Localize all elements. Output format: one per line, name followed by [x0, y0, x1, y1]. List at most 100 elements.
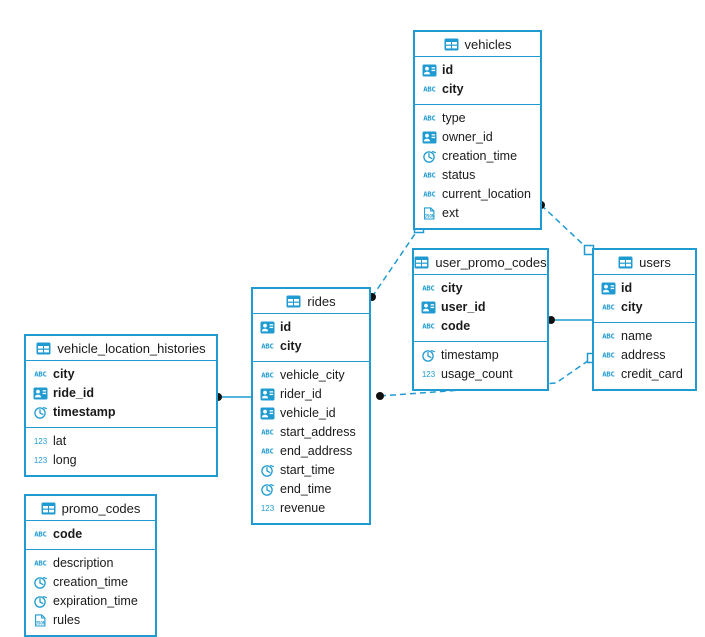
- relation-dot-marker: [376, 392, 384, 400]
- field-city[interactable]: ABC city: [26, 365, 216, 384]
- table-icon: [618, 256, 633, 269]
- field-rider_id[interactable]: rider_id: [253, 385, 369, 404]
- field-label: city: [442, 82, 464, 97]
- svg-text:ABC: ABC: [34, 559, 46, 568]
- field-name[interactable]: ABC name: [594, 327, 695, 346]
- field-label: city: [441, 281, 463, 296]
- field-id[interactable]: id: [594, 279, 695, 298]
- table-header-user_promo_codes[interactable]: user_promo_codes: [414, 250, 547, 275]
- entity-table-vehicle_location_histories[interactable]: vehicle_location_histories ABC city ride…: [24, 334, 218, 477]
- id-card-icon: [422, 64, 437, 77]
- svg-text:ABC: ABC: [423, 171, 435, 180]
- field-city[interactable]: ABC city: [415, 80, 540, 99]
- field-label: city: [53, 367, 75, 382]
- field-start_address[interactable]: ABC start_address: [253, 423, 369, 442]
- field-vehicle_city[interactable]: ABC vehicle_city: [253, 366, 369, 385]
- field-usage_count[interactable]: 123 usage_count: [414, 365, 547, 384]
- field-label: code: [441, 319, 471, 334]
- field-city[interactable]: ABC city: [414, 279, 547, 298]
- abc-string-icon: ABC: [260, 445, 275, 458]
- field-label: rider_id: [280, 387, 322, 402]
- field-start_time[interactable]: start_time: [253, 461, 369, 480]
- field-id[interactable]: id: [415, 61, 540, 80]
- field-code[interactable]: ABC code: [414, 317, 547, 336]
- field-label: type: [442, 111, 466, 126]
- field-lat[interactable]: 123 lat: [26, 432, 216, 451]
- svg-text:ABC: ABC: [602, 303, 614, 312]
- field-city[interactable]: ABC city: [594, 298, 695, 317]
- entity-table-vehicles[interactable]: vehicles id ABC city ABC type owner_id c…: [413, 30, 542, 230]
- table-title: vehicles: [464, 36, 512, 52]
- clock-icon: [33, 406, 48, 419]
- svg-text:ABC: ABC: [34, 530, 46, 539]
- field-credit_card[interactable]: ABC credit_card: [594, 365, 695, 384]
- abc-string-icon: ABC: [601, 368, 616, 381]
- abc-string-icon: ABC: [260, 369, 275, 382]
- table-header-vehicle_location_histories[interactable]: vehicle_location_histories: [26, 336, 216, 361]
- relationship-users-to-vehicles[interactable]: [537, 201, 595, 256]
- field-id[interactable]: id: [253, 318, 369, 337]
- field-label: start_time: [280, 463, 335, 478]
- field-timestamp[interactable]: timestamp: [414, 346, 547, 365]
- entity-table-users[interactable]: users id ABC city ABC name ABC address A…: [592, 248, 697, 391]
- field-creation_time[interactable]: creation_time: [415, 147, 540, 166]
- table-header-rides[interactable]: rides: [253, 289, 369, 314]
- field-end_address[interactable]: ABC end_address: [253, 442, 369, 461]
- field-label: current_location: [442, 187, 531, 202]
- field-label: city: [280, 339, 302, 354]
- field-ext[interactable]: JSON ext: [415, 204, 540, 223]
- field-creation_time[interactable]: creation_time: [26, 573, 155, 592]
- field-label: vehicle_city: [280, 368, 345, 383]
- field-vehicle_id[interactable]: vehicle_id: [253, 404, 369, 423]
- table-header-users[interactable]: users: [594, 250, 695, 275]
- field-code[interactable]: ABC code: [26, 525, 155, 544]
- table-icon: [444, 38, 459, 51]
- 123-number-icon: 123: [421, 368, 436, 381]
- field-expiration_time[interactable]: expiration_time: [26, 592, 155, 611]
- field-label: description: [53, 556, 114, 571]
- field-description[interactable]: ABC description: [26, 554, 155, 573]
- table-icon: [414, 256, 429, 269]
- field-label: creation_time: [53, 575, 129, 590]
- field-long[interactable]: 123 long: [26, 451, 216, 470]
- field-city[interactable]: ABC city: [253, 337, 369, 356]
- field-label: name: [621, 329, 653, 344]
- json-file-icon: JSON: [422, 207, 437, 220]
- field-type[interactable]: ABC type: [415, 109, 540, 128]
- field-ride_id[interactable]: ride_id: [26, 384, 216, 403]
- relationship-user_promo_codes-to-users[interactable]: [547, 316, 592, 324]
- table-header-vehicles[interactable]: vehicles: [415, 32, 540, 57]
- svg-text:ABC: ABC: [602, 370, 614, 379]
- field-label: id: [280, 320, 292, 335]
- field-rules[interactable]: JSON rules: [26, 611, 155, 630]
- clock-icon: [33, 576, 48, 589]
- field-revenue[interactable]: 123 revenue: [253, 499, 369, 518]
- table-header-promo_codes[interactable]: promo_codes: [26, 496, 155, 521]
- field-end_time[interactable]: end_time: [253, 480, 369, 499]
- columns-section: timestamp 123 usage_count: [414, 341, 547, 389]
- field-status[interactable]: ABC status: [415, 166, 540, 185]
- svg-text:ABC: ABC: [602, 332, 614, 341]
- field-label: credit_card: [621, 367, 683, 382]
- entity-table-promo_codes[interactable]: promo_codes ABC code ABC description cre…: [24, 494, 157, 637]
- clock-icon: [33, 595, 48, 608]
- clock-icon: [260, 464, 275, 477]
- entity-table-rides[interactable]: rides id ABC city ABC vehicle_city rider…: [251, 287, 371, 525]
- field-label: end_address: [280, 444, 353, 459]
- columns-section: ABC name ABC address ABC credit_card: [594, 322, 695, 389]
- primary-key-section: id ABC city: [594, 275, 695, 322]
- field-address[interactable]: ABC address: [594, 346, 695, 365]
- field-timestamp[interactable]: timestamp: [26, 403, 216, 422]
- entity-table-user_promo_codes[interactable]: user_promo_codes ABC city user_id ABC co…: [412, 248, 549, 391]
- svg-text:ABC: ABC: [422, 284, 434, 293]
- relationship-vehicle_location_histories-to-rides[interactable]: [214, 393, 251, 401]
- columns-section: ABC description creation_time expiration…: [26, 549, 155, 635]
- field-owner_id[interactable]: owner_id: [415, 128, 540, 147]
- abc-string-icon: ABC: [33, 528, 48, 541]
- field-label: address: [621, 348, 666, 363]
- field-user_id[interactable]: user_id: [414, 298, 547, 317]
- field-current_location[interactable]: ABC current_location: [415, 185, 540, 204]
- columns-section: ABC type owner_id creation_time ABC stat…: [415, 104, 540, 228]
- field-label: status: [442, 168, 476, 183]
- columns-section: 123 lat 123 long: [26, 427, 216, 475]
